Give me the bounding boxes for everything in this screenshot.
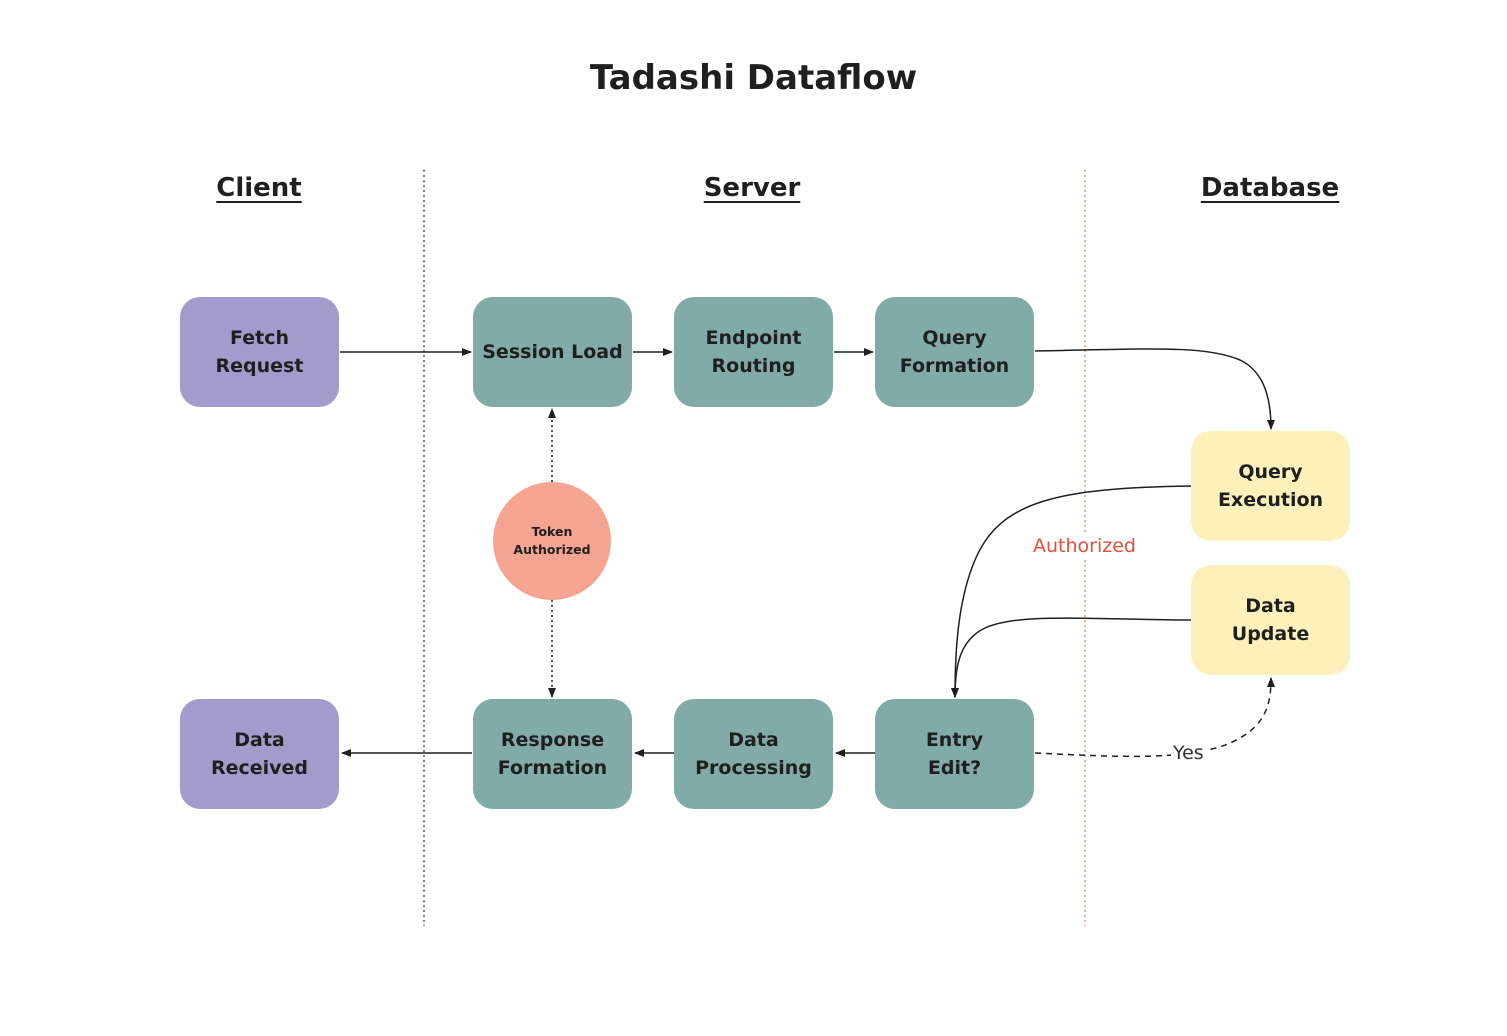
node-fetch-request[interactable]: Fetch Request [180,297,339,407]
edge-query-to-execution [1034,348,1275,430]
node-label: Data Received [210,729,309,779]
node-label: Entry Edit? [925,729,984,779]
node-endpoint-routing[interactable]: Endpoint Routing [674,297,833,407]
edge-entry-to-update [1034,677,1275,758]
node-label: Query Formation [899,327,1010,377]
node-label: Data Update [1231,595,1310,645]
lane-header-client: Client [216,173,302,203]
lane-header-server: Server [703,173,801,203]
node-data-processing[interactable]: Data Processing [674,699,833,809]
node-query-formation[interactable]: Query Formation [875,297,1034,407]
node-label: Session Load [482,341,623,363]
node-token-authorized[interactable]: Token Authorized [493,482,611,600]
node-label: Response Formation [497,729,608,779]
node-response-formation[interactable]: Response Formation [473,699,632,809]
node-label: Fetch Request [215,327,304,377]
node-session-load[interactable]: Session Load [473,297,632,407]
diagram-title: Tadashi Dataflow [589,58,918,98]
node-query-execution[interactable]: Query Execution [1191,431,1350,541]
lane-header-database: Database [1200,173,1340,203]
edge-label-yes: Yes [1171,742,1206,764]
node-label: Query Execution [1217,461,1324,511]
node-data-received[interactable]: Data Received [180,699,339,809]
node-label: Endpoint Routing [705,327,802,377]
edge-update-to-entry [951,617,1192,698]
edge-execution-to-entry [951,485,1192,698]
edge-label-authorized: Authorized [1031,535,1138,557]
node-entry-edit[interactable]: Entry Edit? [875,699,1034,809]
node-label: Data Processing [695,729,812,779]
node-data-update[interactable]: Data Update [1191,565,1350,675]
